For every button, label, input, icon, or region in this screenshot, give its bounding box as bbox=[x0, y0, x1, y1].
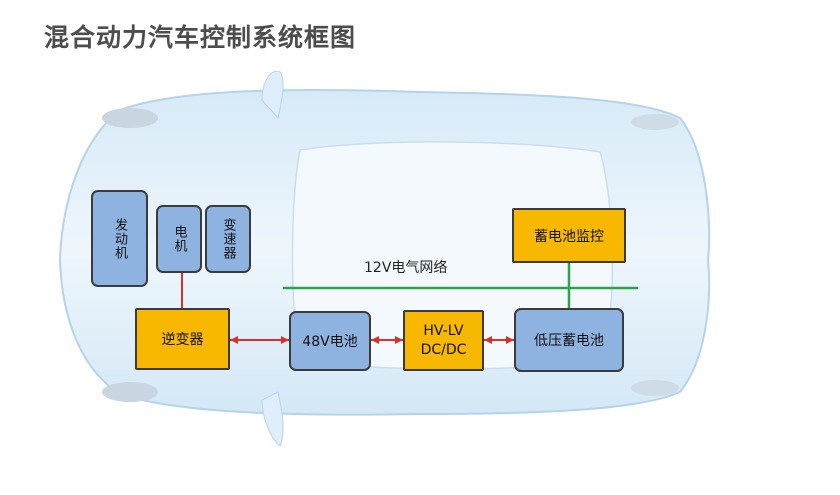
mirror-bottom bbox=[261, 391, 284, 447]
inverter-box: 逆变器 bbox=[135, 308, 230, 370]
engine-box: 发动机 bbox=[91, 190, 148, 287]
wheel-front-top bbox=[102, 108, 158, 128]
wheel-rear-bottom bbox=[631, 380, 679, 396]
page-title: 混合动力汽车控制系统框图 bbox=[44, 23, 357, 52]
dcdc-label-line2: DC/DC bbox=[420, 341, 467, 358]
network-label: 12V电气网络 bbox=[364, 260, 448, 276]
battery-monitor-box: 蓄电池监控 bbox=[512, 208, 626, 263]
arrow-right-1 bbox=[281, 336, 289, 344]
wheel-front-bottom bbox=[102, 382, 158, 402]
arrow-left-3 bbox=[484, 336, 492, 344]
wheel-rear-top bbox=[631, 114, 679, 130]
arrow-right-3 bbox=[506, 336, 514, 344]
arrow-left-1 bbox=[230, 336, 238, 344]
arrow-left-2 bbox=[371, 336, 379, 344]
dcdc-label-line1: HV-LV bbox=[423, 322, 464, 339]
mirror-top bbox=[261, 70, 284, 120]
lv-battery-box: 低压蓄电池 bbox=[514, 308, 624, 372]
dcdc-box: HV-LV DC/DC bbox=[403, 310, 484, 371]
motor-box: 电机 bbox=[156, 205, 202, 273]
battery-48v-box: 48V电池 bbox=[289, 311, 371, 371]
arrow-right-2 bbox=[395, 336, 403, 344]
gearbox-box: 变速器 bbox=[205, 205, 251, 273]
